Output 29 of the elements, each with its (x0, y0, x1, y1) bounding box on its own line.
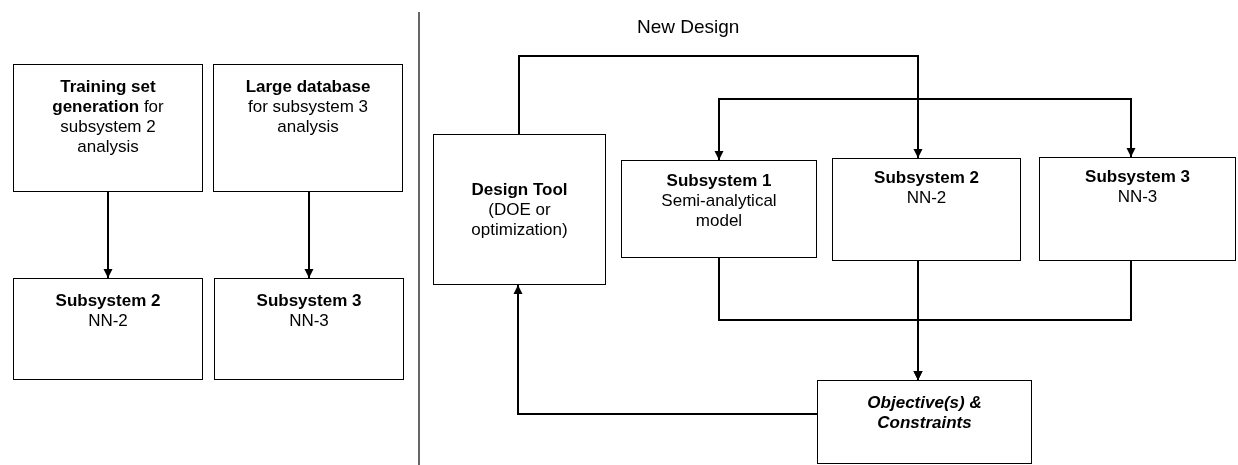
box-text: Training set generation for subsystem 2 analysis (51, 77, 165, 157)
box-title: Subsystem 2 (874, 168, 979, 188)
box-title: Objective(s) & Constraints (866, 393, 983, 433)
process-box (621, 160, 817, 258)
process-box (1039, 157, 1236, 261)
box-text: NN-2 (906, 188, 947, 208)
process-box (433, 134, 606, 285)
box-text: Semi-analytical model (660, 191, 778, 231)
arrow (103, 191, 113, 279)
arrow (518, 55, 1136, 158)
box-title: Subsystem 1 (666, 171, 772, 191)
arrow (513, 284, 818, 415)
box-title: Subsystem 2 (55, 291, 161, 311)
process-box (13, 278, 203, 380)
box-title: Subsystem 3 (256, 291, 362, 311)
box-text: NN-3 (1117, 187, 1158, 207)
process-box (13, 64, 203, 192)
process-box (213, 64, 403, 192)
process-box (214, 278, 404, 380)
box-text: (DOE or optimization) (470, 199, 569, 240)
box-title: Design Tool (471, 179, 568, 200)
box-text: NN-3 (289, 311, 329, 331)
process-box (832, 158, 1021, 261)
box-title: Subsystem 3 (1085, 167, 1190, 187)
box-text: NN-2 (88, 311, 128, 331)
process-box (817, 380, 1032, 464)
arrow (304, 191, 314, 279)
arrow (913, 260, 1132, 381)
box-text: Large database for subsystem 3 analysis (244, 77, 372, 137)
